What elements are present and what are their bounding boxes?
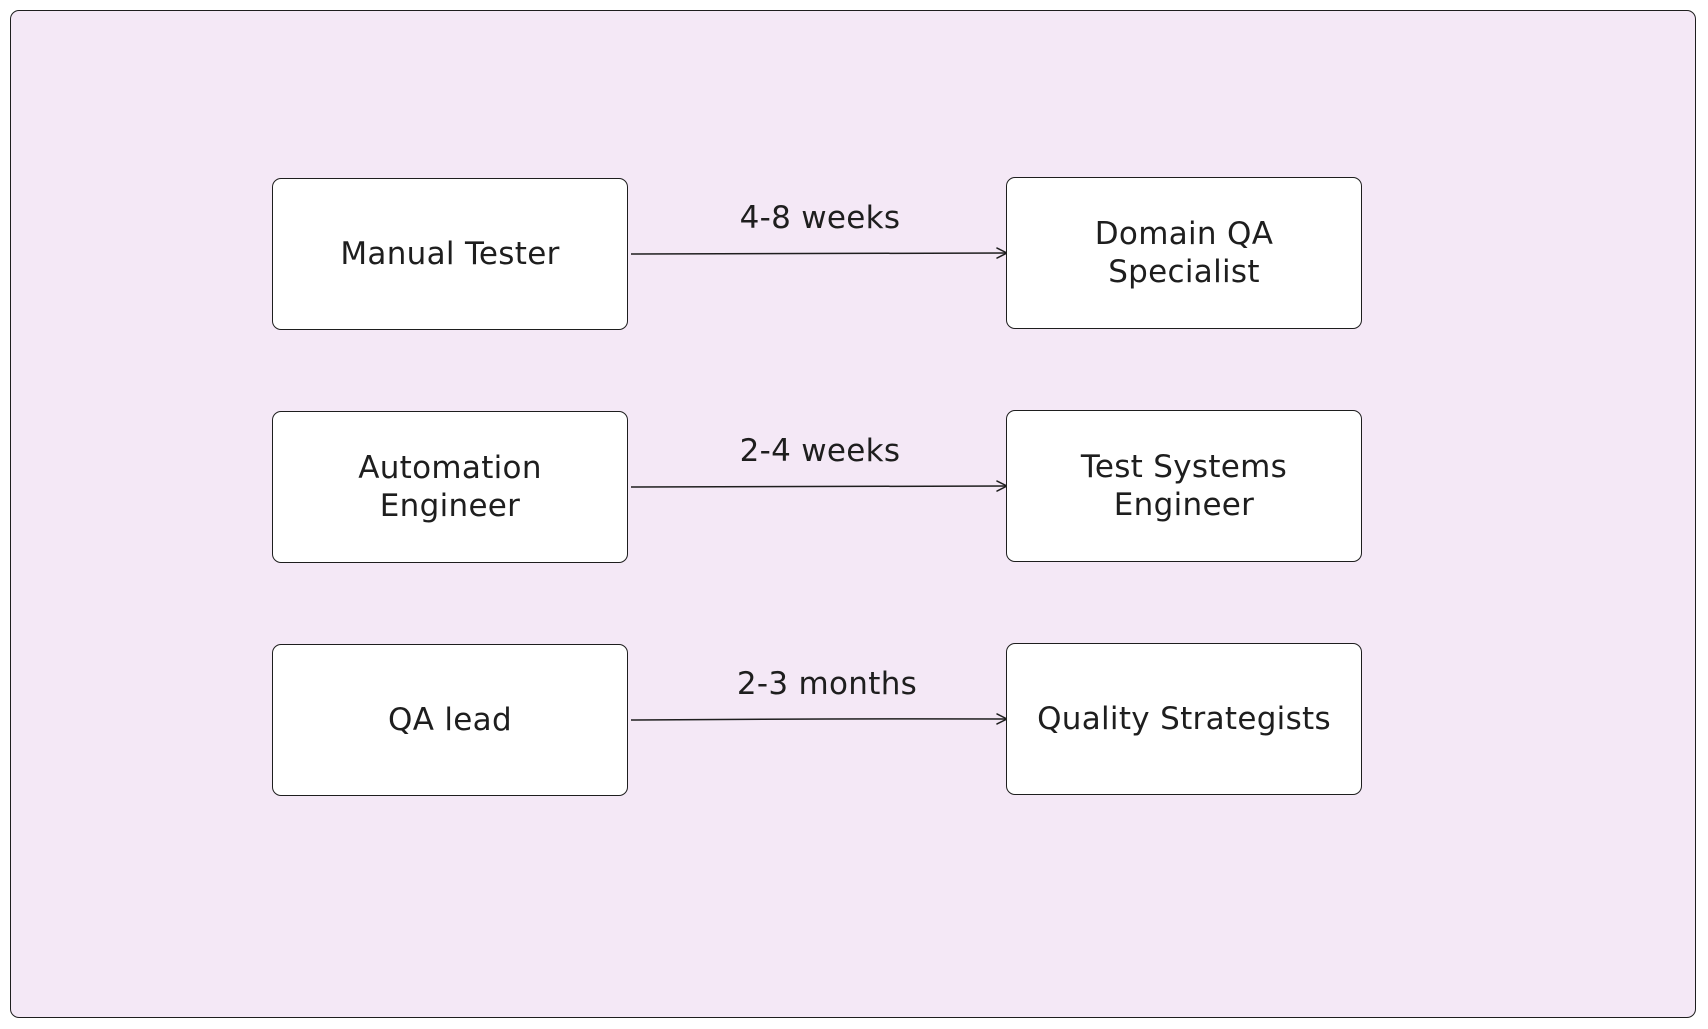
node-label: Automation Engineer <box>358 450 542 524</box>
edge-label-duration: 2-4 weeks <box>739 433 901 469</box>
node-quality-strategists[interactable]: Quality Strategists <box>1006 643 1362 795</box>
edge-arrow-automation-to-systems <box>630 480 1008 492</box>
edge-arrow-manual-to-domain <box>630 247 1008 259</box>
edge-label-duration: 2-3 months <box>736 666 918 702</box>
node-label: Domain QA Specialist <box>1094 216 1274 290</box>
node-domain-qa-specialist[interactable]: Domain QA Specialist <box>1006 177 1362 329</box>
node-label: Manual Tester <box>340 236 560 272</box>
edge-label-duration: 4-8 weeks <box>739 200 901 236</box>
node-label: Test Systems Engineer <box>1080 449 1288 523</box>
node-qa-lead[interactable]: QA lead <box>272 644 628 796</box>
node-test-systems-engineer[interactable]: Test Systems Engineer <box>1006 410 1362 562</box>
node-automation-engineer[interactable]: Automation Engineer <box>272 411 628 563</box>
edge-arrow-lead-to-strategists <box>630 713 1008 725</box>
node-manual-tester[interactable]: Manual Tester <box>272 178 628 330</box>
node-label: Quality Strategists <box>1037 701 1331 737</box>
node-label: QA lead <box>388 702 512 738</box>
